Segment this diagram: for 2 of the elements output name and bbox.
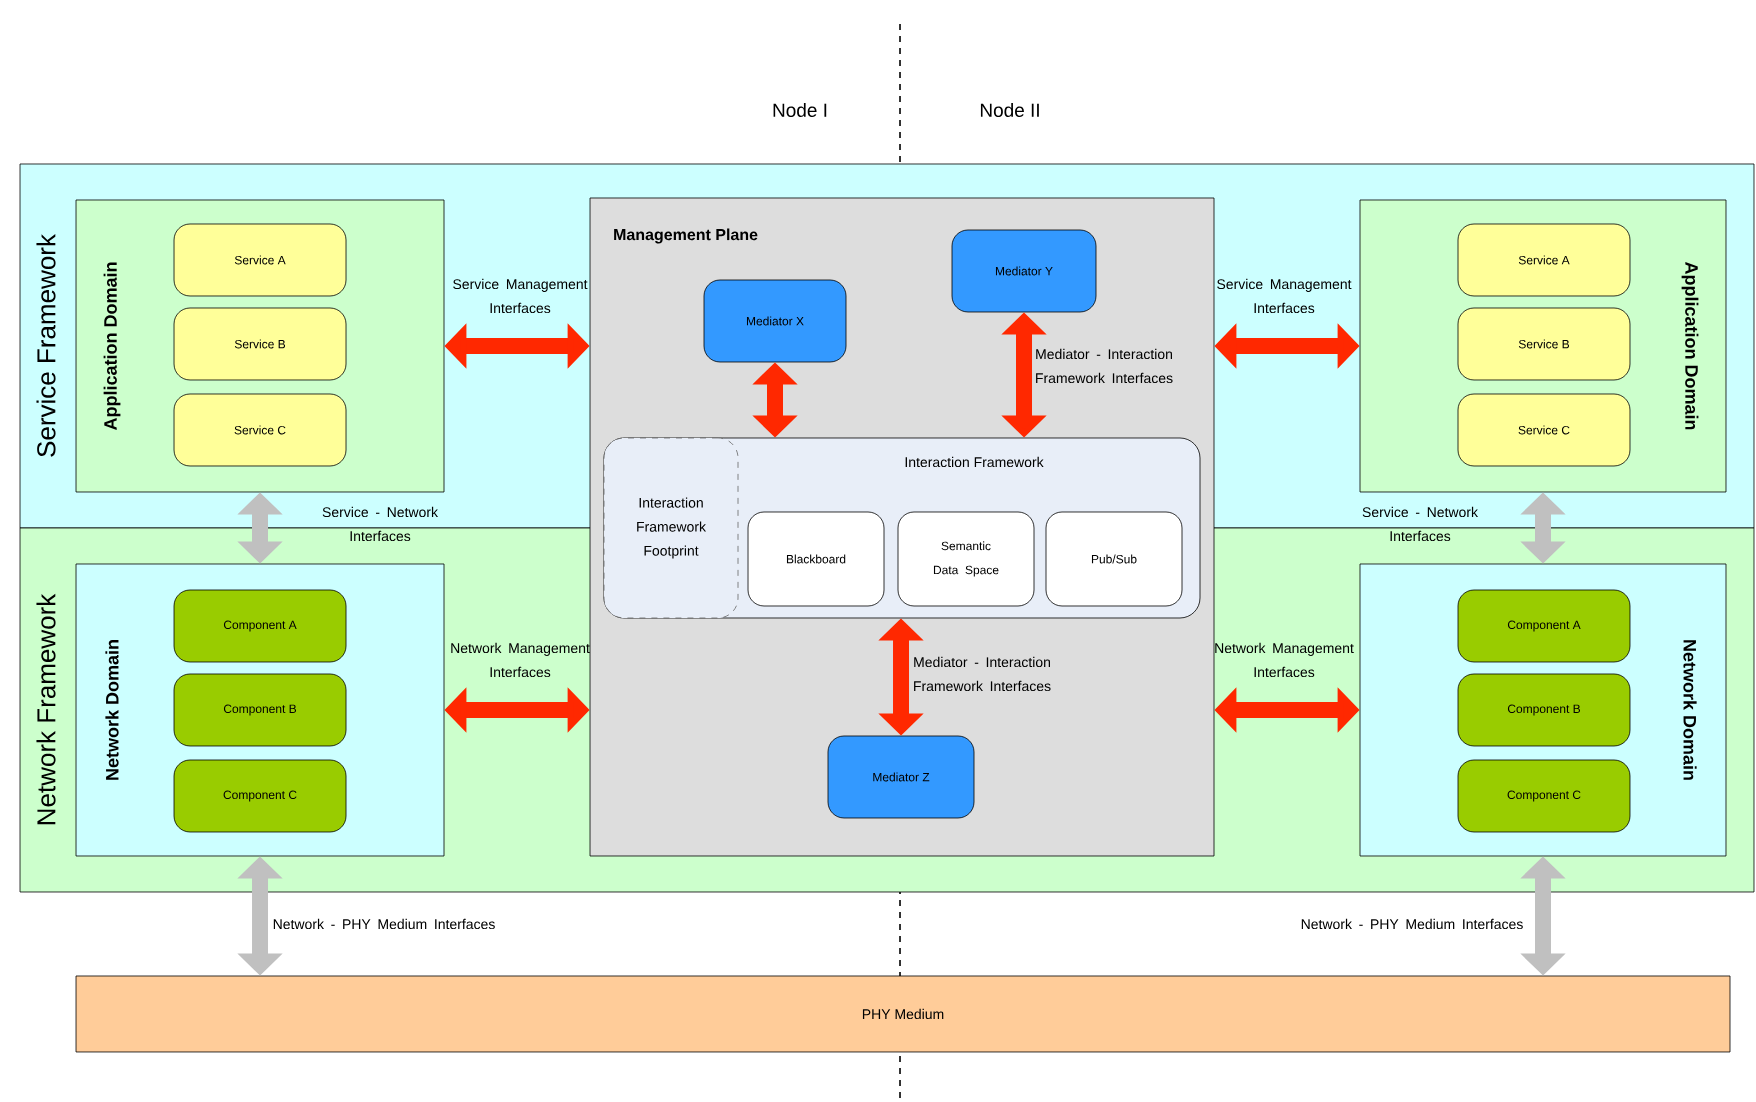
node-heading: Node II <box>980 103 1039 117</box>
node-heading: Node I <box>773 103 827 117</box>
